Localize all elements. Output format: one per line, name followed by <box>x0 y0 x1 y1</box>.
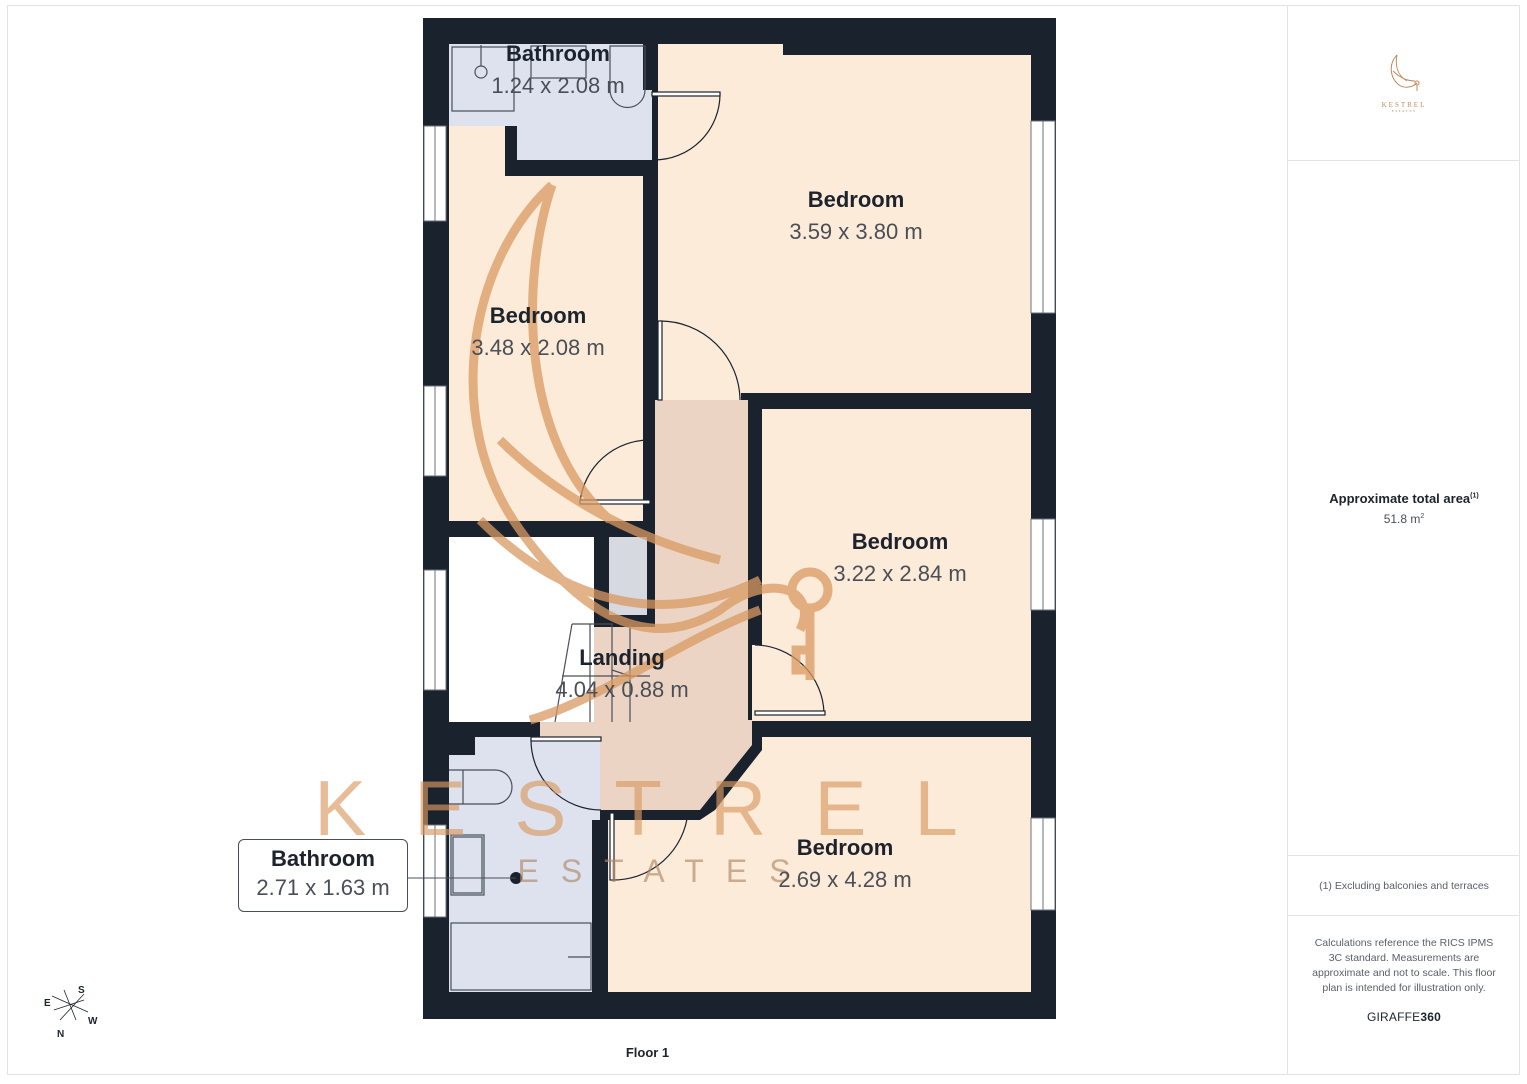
floor-plan-area: KESTREL ESTATES Bathroom 1.24 x 2.08 m B… <box>314 18 1056 1019</box>
page-frame <box>7 5 1520 1075</box>
svg-text:4.04 x 0.88 m: 4.04 x 0.88 m <box>555 677 688 702</box>
room-label-bedroom-4: Bedroom 2.69 x 4.28 m <box>778 835 911 892</box>
disclaimer-section: Calculations reference the RICS IPMS 3C … <box>1288 916 1520 1075</box>
svg-text:E: E <box>44 998 51 1009</box>
svg-text:Bedroom: Bedroom <box>808 187 905 212</box>
svg-text:Bedroom: Bedroom <box>490 303 587 328</box>
floor-label: Floor 1 <box>625 1045 670 1060</box>
logo-sub: ESTATES <box>1391 108 1417 113</box>
floor-plan: KESTREL ESTATES Bathroom 1.24 x 2.08 m B… <box>314 18 1056 1019</box>
watermark-sub: ESTATES <box>517 853 812 889</box>
bathroom-callout: Bathroom 2.71 x 1.63 m <box>238 839 408 912</box>
room-label-landing: Landing 4.04 x 0.88 m <box>555 645 688 702</box>
room-label-bedroom-3: Bedroom 3.22 x 2.84 m <box>833 529 966 586</box>
area-value: 51.8 m2 <box>1383 511 1425 526</box>
callout-name: Bathroom <box>271 846 375 871</box>
void-area <box>449 537 594 722</box>
compass: S E W N <box>38 980 108 1045</box>
room-label-bedroom-1: Bedroom 3.59 x 3.80 m <box>789 187 922 244</box>
svg-text:3.59 x 3.80 m: 3.59 x 3.80 m <box>789 219 922 244</box>
svg-text:Landing: Landing <box>579 645 665 670</box>
svg-text:3.22 x 2.84 m: 3.22 x 2.84 m <box>833 561 966 586</box>
kestrel-bird-icon <box>1390 54 1420 91</box>
room-bedroom-1 <box>658 44 1031 400</box>
svg-text:1.24 x 2.08 m: 1.24 x 2.08 m <box>491 73 624 98</box>
room-label-bathroom-top: Bathroom 1.24 x 2.08 m <box>491 41 624 98</box>
giraffe360-brand: GIRAFFE360 <box>1366 1010 1442 1024</box>
svg-text:S: S <box>78 985 85 996</box>
room-bedroom-4 <box>608 737 1031 992</box>
footnote-section: (1) Excluding balconies and terraces <box>1288 856 1520 916</box>
room-bedroom-2 <box>449 126 643 521</box>
compass-rose-icon: S E W N <box>44 985 98 1040</box>
room-landing <box>540 400 752 810</box>
watermark-logo <box>468 181 833 725</box>
room-bathroom-bottom <box>449 737 600 992</box>
info-sidebar: KESTREL ESTATES Approximate total area(1… <box>1287 5 1520 1075</box>
logo-brand: KESTREL <box>1381 100 1427 109</box>
windows <box>423 120 1056 918</box>
footnote: (1) Excluding balconies and terraces <box>1319 879 1489 892</box>
svg-text:N: N <box>57 1029 64 1040</box>
area-title: Approximate total area(1) <box>1329 490 1479 506</box>
doors <box>530 91 826 881</box>
svg-text:W: W <box>88 1016 98 1027</box>
room-label-bedroom-2: Bedroom 3.48 x 2.08 m <box>471 303 604 360</box>
svg-text:2.69 x 4.28 m: 2.69 x 4.28 m <box>778 867 911 892</box>
logo-section: KESTREL ESTATES <box>1288 5 1520 161</box>
area-section: Approximate total area(1) 51.8 m2 <box>1288 161 1520 856</box>
watermark-brand: KESTREL <box>314 764 1005 852</box>
svg-text:3.48 x 2.08 m: 3.48 x 2.08 m <box>471 335 604 360</box>
svg-text:Bedroom: Bedroom <box>852 529 949 554</box>
callout-dims: 2.71 x 1.63 m <box>256 875 390 900</box>
disclaimer: Calculations reference the RICS IPMS 3C … <box>1312 937 1496 994</box>
svg-text:Bathroom: Bathroom <box>506 41 610 66</box>
kestrel-logo: KESTREL ESTATES <box>1379 53 1429 113</box>
svg-text:Bedroom: Bedroom <box>797 835 894 860</box>
